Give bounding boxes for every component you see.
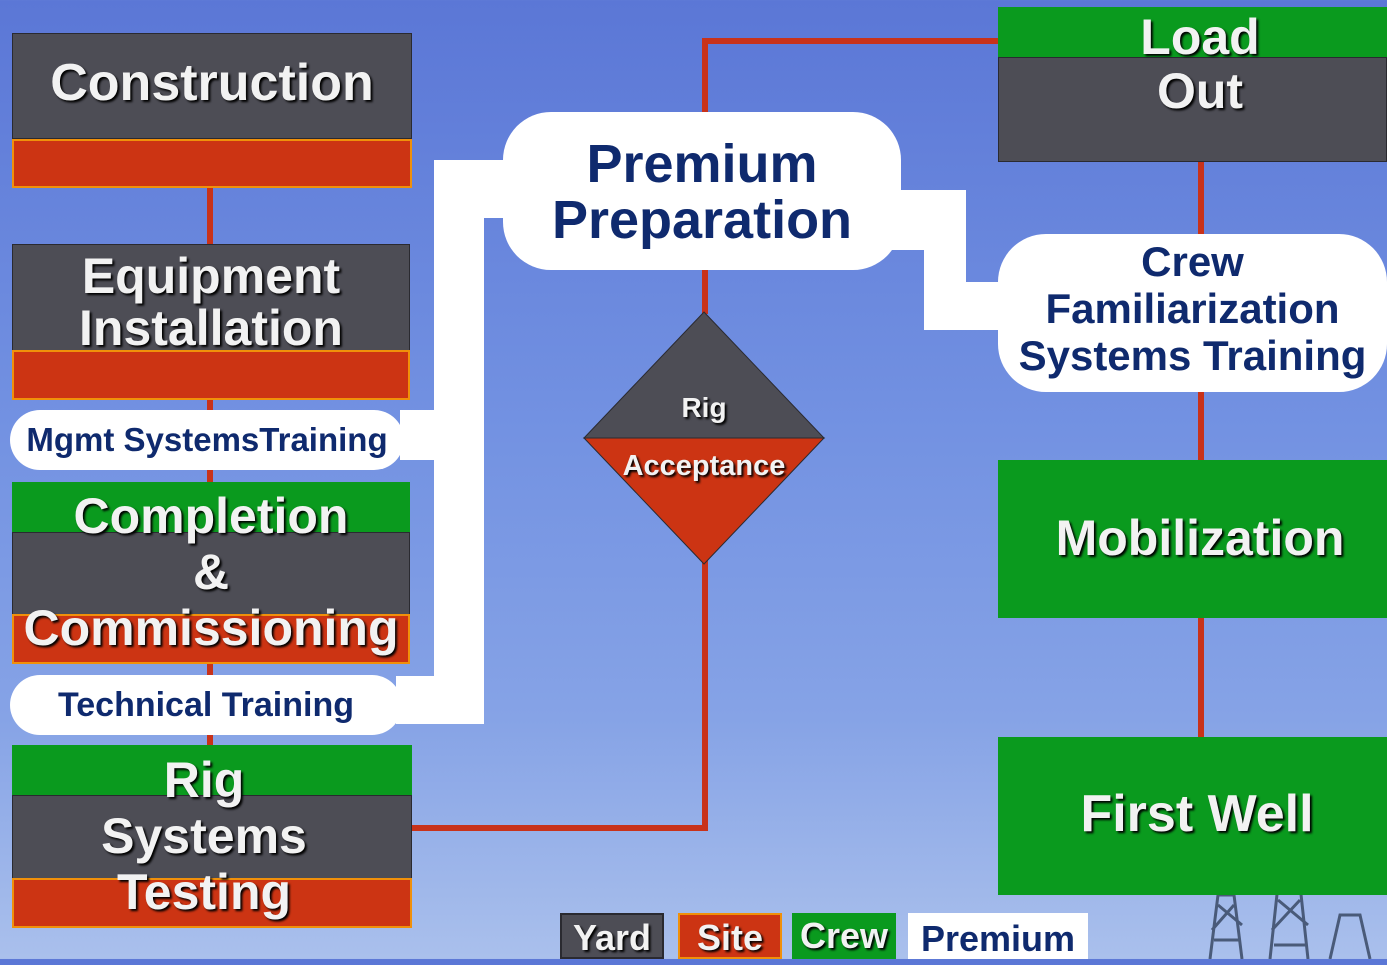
completion-commissioning-label: Completion & Commissioning — [0, 488, 422, 656]
mgmt-systems-training: Mgmt SystemsTraining — [10, 410, 404, 470]
connector-construction-equipment — [207, 186, 213, 246]
load-out-label: Load Out — [998, 10, 1387, 118]
rig-systems-testing-label: Rig Systems Testing — [4, 752, 404, 920]
completion-site-bar — [12, 614, 410, 664]
loadout-crew-bar — [998, 7, 1387, 59]
connector-diamond-bottom — [702, 558, 708, 831]
rig-testing-label-line3: Testing — [116, 864, 292, 920]
rig-acceptance-diamond — [582, 311, 826, 565]
loadout-label-line1: Load — [1140, 9, 1260, 65]
equipment-site-bar — [12, 350, 410, 400]
legend-site: Site — [678, 913, 782, 959]
premium-connector-mgmt-horizontal — [400, 410, 436, 460]
connector-completion-technical — [207, 662, 213, 676]
first-well-label: First Well — [1080, 785, 1314, 843]
premium-connector-technical-horizontal — [396, 676, 484, 724]
diamond-rig-label: Rig — [681, 392, 727, 423]
equipment-installation-label: Equipment Installation — [12, 250, 410, 354]
connector-crew-mobilization — [1198, 388, 1204, 462]
rig-testing-label-line1: Rig — [163, 752, 245, 808]
construction-site-bar — [12, 139, 412, 188]
diamond-acceptance-label: Acceptance — [622, 450, 786, 482]
legend-crew: Crew — [792, 913, 896, 959]
premium-label-line2: Preparation — [551, 190, 853, 250]
first-well-box — [998, 737, 1387, 895]
completion-crew-bar — [12, 482, 410, 534]
rig-silhouette-graphic — [1208, 885, 1372, 959]
premium-label-line1: Premium — [586, 134, 818, 194]
equipment-label-line2: Installation — [79, 300, 343, 356]
equipment-label-line1: Equipment — [81, 248, 341, 304]
connector-premium-top — [702, 38, 708, 118]
connector-mobilization-firstwell — [1198, 616, 1204, 738]
completion-label-line2: & — [192, 544, 230, 600]
connector-top-horizontal — [702, 38, 1000, 44]
construction-box — [12, 33, 412, 139]
completion-label-line1: Completion — [73, 488, 349, 544]
loadout-label-line2: Out — [1156, 63, 1244, 119]
premium-preparation: Premium Preparation — [503, 112, 901, 270]
crew-label-line2: Familiarization — [1045, 285, 1340, 332]
rig-testing-label-line2: Systems — [101, 808, 307, 864]
rig-testing-crew-bar — [12, 745, 412, 797]
connector-premium-diamond — [702, 262, 708, 314]
legend-yard: Yard — [560, 913, 664, 959]
connector-technical-rigtesting — [207, 733, 213, 747]
crew-familiarization-training: Crew Familiarization Systems Training — [998, 234, 1387, 392]
crew-label-line3: Systems Training — [1018, 332, 1367, 379]
connector-equipment-mgmt — [207, 398, 213, 412]
load-out-box — [998, 57, 1387, 162]
rig-testing-site-bar — [12, 878, 412, 928]
connector-rigtesting-horizontal — [410, 825, 708, 831]
completion-label-line3: Commissioning — [23, 600, 399, 656]
construction-label: Construction — [50, 54, 374, 112]
mobilization-box — [998, 460, 1387, 618]
crew-label-line1: Crew — [1141, 238, 1244, 285]
legend-premium: Premium — [908, 913, 1088, 959]
premium-connector-vertical-left — [434, 160, 484, 690]
connector-mgmt-completion — [207, 470, 213, 484]
mobilization-label: Mobilization — [1055, 510, 1345, 566]
technical-training: Technical Training — [10, 675, 402, 735]
connector-loadout-crew — [1198, 160, 1204, 238]
rig-systems-testing-box — [12, 795, 412, 881]
